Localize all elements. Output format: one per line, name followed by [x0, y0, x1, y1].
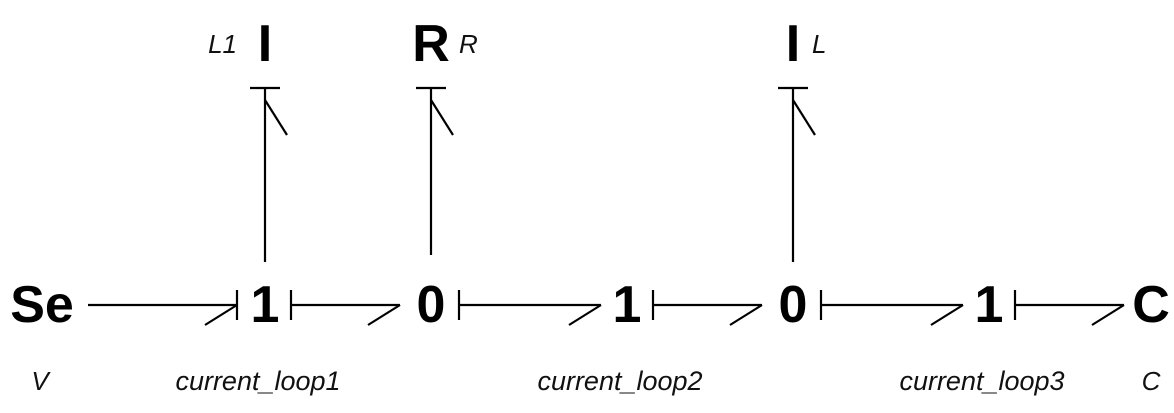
bond-j1a-to-i1 — [250, 86, 288, 262]
capacitor-element-label: C — [1132, 276, 1170, 334]
one-junction-3-label: 1 — [975, 276, 1004, 334]
resistor-element-label: R — [412, 15, 450, 73]
one-junction-2-label: 1 — [613, 276, 642, 334]
bond-se-to-j1a — [88, 290, 239, 326]
junction-name-loop3: current_loop3 — [899, 366, 1064, 396]
bond-j0a-to-j1b — [457, 290, 602, 326]
param-c: C — [1142, 366, 1161, 396]
param-l1: L1 — [208, 29, 237, 59]
param-r: R — [459, 29, 478, 59]
zero-junction-2-label: 0 — [779, 276, 808, 334]
junction-name-loop1: current_loop1 — [175, 366, 340, 396]
one-junction-1-label: 1 — [251, 276, 280, 334]
source-effort-label: Se — [10, 276, 74, 334]
param-v: V — [31, 366, 51, 396]
inertia-element-2-label: I — [786, 15, 800, 73]
inertia-element-1-label: I — [258, 15, 272, 73]
param-l: L — [812, 29, 826, 59]
bond-j0a-to-r — [416, 86, 454, 255]
bond-j0b-to-j1c — [819, 290, 964, 326]
bond-j0b-to-i2 — [778, 86, 816, 262]
bond-j1a-to-j0a — [289, 290, 401, 326]
zero-junction-1-label: 0 — [417, 276, 446, 334]
bond-j1c-to-c — [1013, 290, 1125, 326]
bond-j1b-to-j0b — [651, 290, 763, 326]
junction-name-loop2: current_loop2 — [537, 366, 702, 396]
